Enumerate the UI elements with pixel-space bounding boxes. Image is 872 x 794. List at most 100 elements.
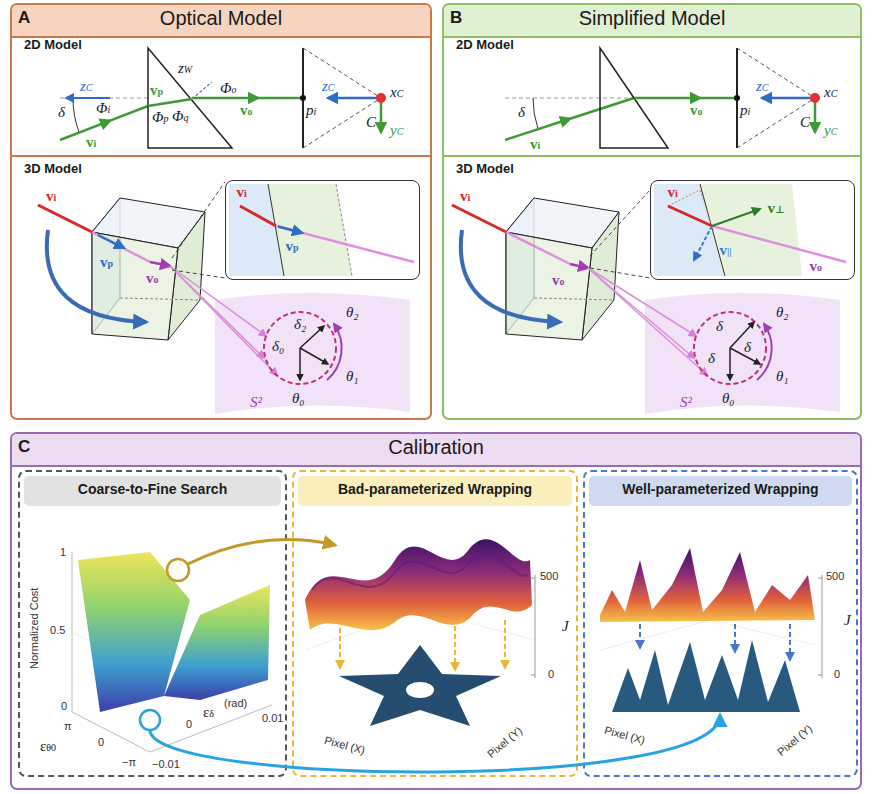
well-wrapping-plot [734,624,736,652]
simplified-2d-illustration [533,98,538,129]
section-divider [444,155,860,157]
bad-wrapping-plot [339,645,501,726]
cost-surface-plot [140,710,160,730]
simplified-3d-illustration [590,268,650,278]
optical-3d-illustration [98,235,124,248]
optical-3d-illustration [264,312,336,384]
optical-2d-illustration [303,48,381,98]
math-symbol: Φp [152,109,168,126]
optical-3d-illustration [170,266,266,336]
bad-wrapping-plot [504,620,506,668]
simplified-2d-illustration [634,97,700,100]
panel: BSimplified Modelviv⊥v||vo [442,3,862,420]
axis-label: 0.5 [50,624,65,637]
math-symbol: θ₂ [346,304,359,321]
panel-letter: C [18,437,30,457]
optical-3d-illustration [150,262,170,266]
math-symbol: zC [322,78,335,95]
flow-arrow [150,715,720,772]
axis-label: Pixel (X) [323,733,366,756]
optical-3d-illustration [47,230,146,322]
optical-3d-illustration [120,298,200,300]
simplified-3d-illustration [712,226,846,262]
simplified-3d-illustration [645,293,840,414]
simplified-2d-illustration [570,98,634,119]
axis-label: (rad) [224,697,247,710]
optical-3d-illustration [172,270,225,278]
math-symbol: θ₂ [776,304,789,321]
well-wrapping-plot [600,548,822,712]
bad-wrapping-plot [454,626,456,670]
optical-2d-illustration [148,99,192,106]
optical-3d-illustration [327,324,342,380]
math-symbol: Φq [172,108,188,125]
well-wrapping-plot [612,640,800,712]
math-symbol: yC [390,122,403,139]
optical-2d-illustration [376,93,386,103]
optical-3d-illustration [170,266,277,375]
math-symbol: S² [250,394,262,411]
simplified-3d-illustration [506,232,592,340]
well-wrapping-plot [600,548,815,622]
bad-wrapping-plot [531,578,535,579]
vector-label: v|| [720,242,732,259]
cost-surface-plot [164,585,270,700]
math-symbol: θ₁ [346,368,359,385]
math-symbol: δ [518,104,525,121]
axis-label: 0 [834,668,840,681]
bad-wrapping-plot [406,682,434,698]
optical-2d-illustration [110,106,148,121]
well-wrapping-plot [822,575,823,678]
simplified-3d-illustration [700,184,725,276]
optical-3d-illustration [278,227,302,233]
simplified-3d-illustration [452,205,506,232]
math-symbol: εδ [203,704,214,721]
optical-3d-illustration [38,182,414,414]
well-wrapping-plot [789,624,791,660]
section-divider [12,155,430,157]
sub-panel-title: Bad-parameterized Wrapping [338,481,532,497]
axis-label: 0 [548,668,554,681]
vector-label: v⊥ [768,200,785,217]
math-symbol: vp [150,82,163,99]
axis-label: 500 [826,570,844,583]
math-symbol: J [562,618,569,635]
optical-3d-illustration [276,226,414,262]
bad-wrapping-plot [531,675,535,676]
axis-label: 0 [186,718,192,731]
simplified-2d-illustration [734,95,740,101]
math-symbol: vi [46,188,56,205]
optical-2d-illustration [60,98,148,99]
math-symbol: yC [824,122,837,139]
axis-label: π [64,720,72,733]
axis-label: 1 [60,546,66,559]
simplified-2d-illustration [810,93,820,103]
math-symbol: zW [178,60,192,77]
math-symbol: C [366,114,376,131]
math-symbol: δ [744,339,751,356]
cost-surface-plot [72,712,150,752]
simplified-3d-illustration [534,298,614,300]
math-symbol: δ [708,350,715,367]
simplified-3d-illustration [461,230,560,322]
cost-surface-plot [72,552,272,752]
optical-2d-illustration [192,82,212,99]
math-symbol: vp [100,254,113,271]
simplified-2d-illustration [700,97,737,100]
math-symbol: vi [530,136,540,153]
axis-label: Pixel (Y) [485,724,525,760]
axis-label: Pixel (X) [603,723,646,746]
math-symbol: θ₀ [722,390,735,407]
bad-wrapping-plot [312,556,528,590]
math-symbol: θ₀ [292,390,305,407]
optical-3d-illustration [240,206,276,226]
math-symbol: pi [306,102,316,119]
section-heading: 2D Model [456,38,514,53]
math-symbol: vo [240,102,253,119]
simplified-2d-illustration [762,97,815,100]
math-symbol: vo [690,102,703,119]
simplified-2d-illustration [737,98,815,148]
math-symbol: δ [716,318,723,335]
optical-3d-illustration [268,184,284,276]
